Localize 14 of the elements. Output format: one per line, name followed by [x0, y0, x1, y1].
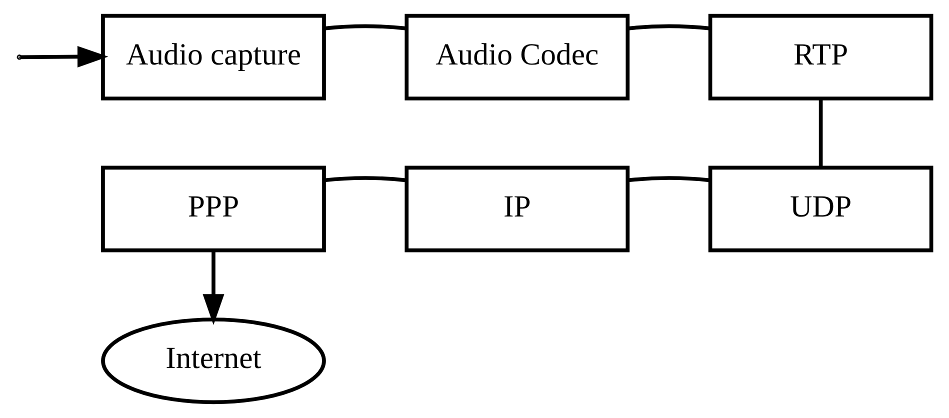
node-box: IP — [404, 166, 630, 252]
arrow — [202, 250, 224, 325]
node-box: RTP — [708, 14, 933, 100]
connector — [818, 98, 822, 168]
arrow — [20, 46, 108, 68]
connector — [627, 176, 710, 182]
node-box: Audio capture — [100, 14, 326, 100]
node-box: UDP — [708, 166, 933, 252]
connector — [324, 24, 406, 30]
node-box: Audio Codec — [404, 14, 630, 100]
connector — [324, 176, 406, 182]
connector — [627, 24, 710, 30]
node-box: PPP — [100, 166, 326, 252]
node-ellipse: Internet — [100, 318, 326, 404]
